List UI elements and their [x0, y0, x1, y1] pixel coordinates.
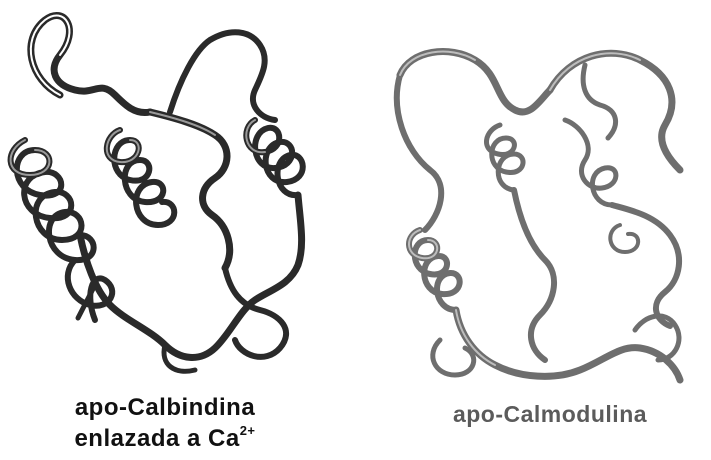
calbindin-caption-line2-text: enlazada a Ca [74, 425, 239, 452]
calbindin-lower-loop [80, 195, 302, 357]
calbindin-top-loop [31, 15, 150, 112]
calmodulin-central-helix [486, 125, 523, 190]
calbindin-top-right-loop [170, 32, 275, 120]
calmodulin-right-helix [612, 205, 679, 326]
calbindin-ribbon-diagram [0, 0, 330, 395]
calbindin-caption-line2: enlazada a Ca2+ [0, 423, 330, 454]
calcium-charge-superscript: 2+ [240, 423, 256, 438]
calmodulin-structure-panel [380, 30, 710, 395]
calbindin-caption-line1: apo-Calbindina [0, 392, 330, 423]
calmodulin-caption: apo-Calmodulina [380, 400, 711, 428]
calbindin-central-helix [107, 130, 174, 225]
calbindin-caption: apo-Calbindina enlazada a Ca2+ [0, 392, 330, 454]
calbindin-right-helix [246, 120, 302, 195]
calbindin-structure-panel [0, 0, 330, 395]
calmodulin-ribbon-diagram [380, 30, 710, 395]
